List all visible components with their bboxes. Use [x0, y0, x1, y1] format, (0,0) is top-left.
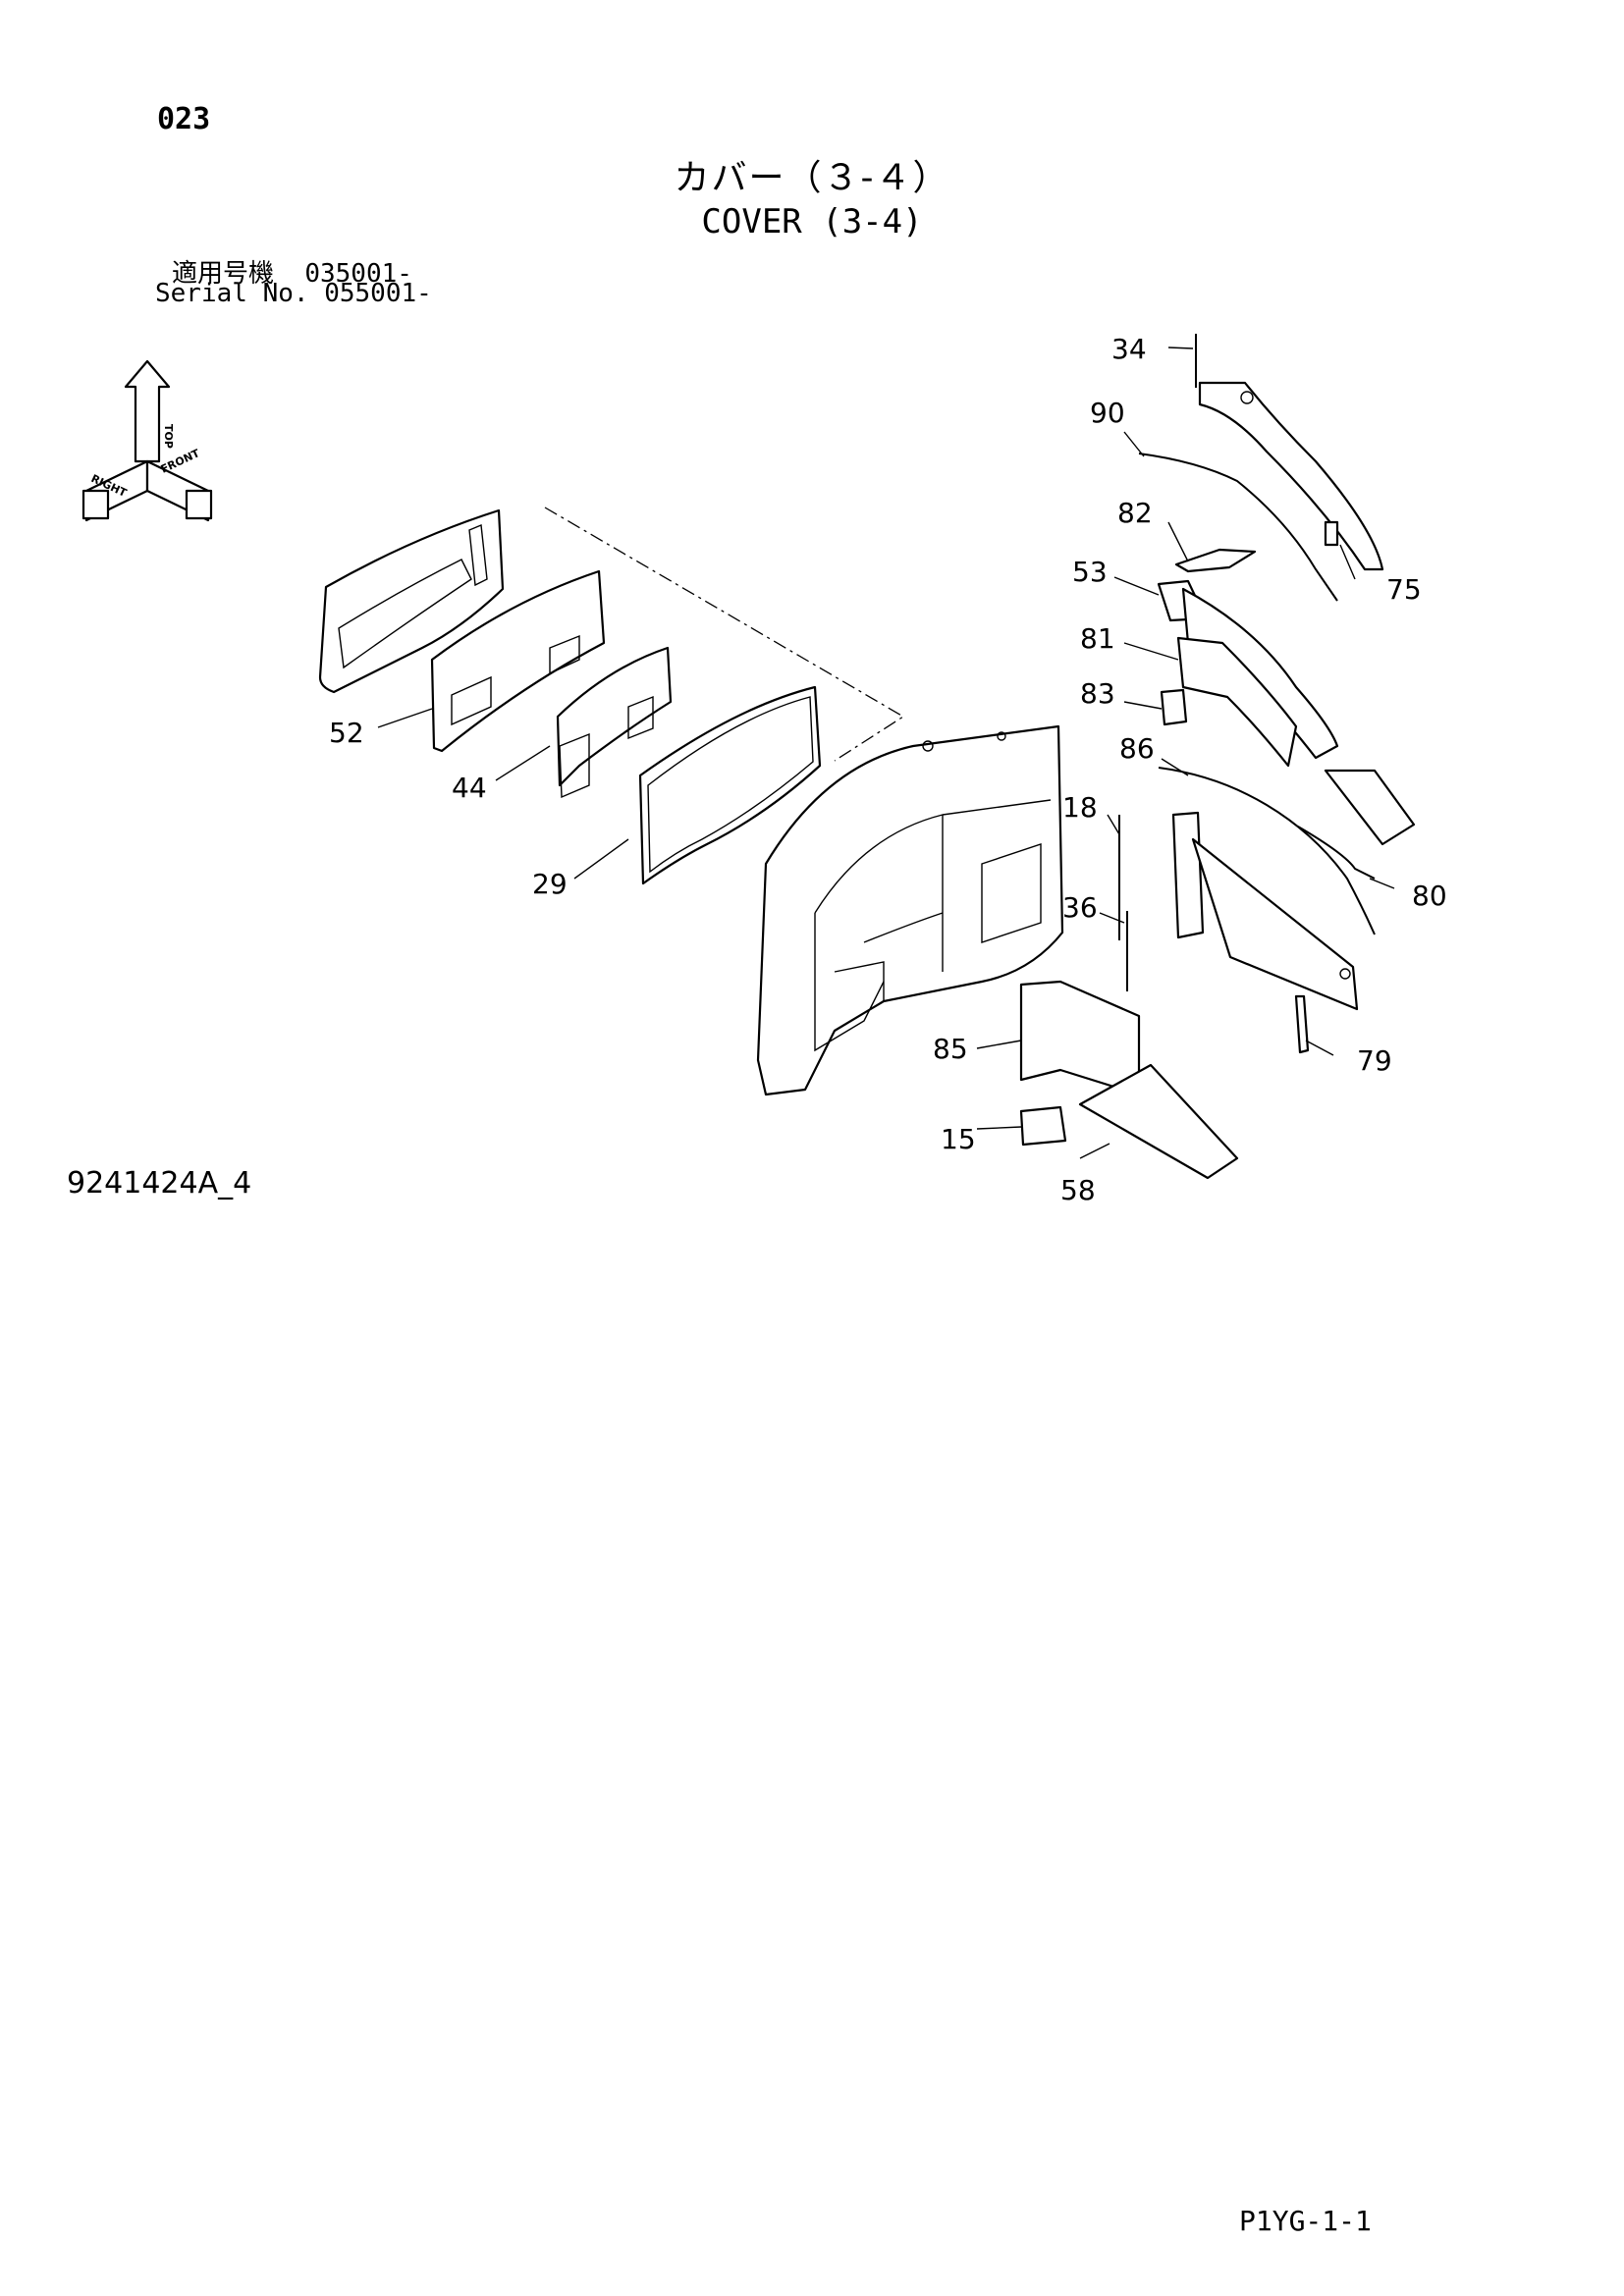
part-29-gasket — [638, 685, 822, 885]
callout-36: 36 — [1062, 891, 1098, 924]
leader-lines — [377, 347, 1395, 1159]
part-85-duct — [1019, 980, 1141, 1096]
serial-label-jp: 適用号機 — [172, 259, 275, 289]
main-cover-body — [756, 724, 1064, 1096]
part-44-pad — [430, 569, 606, 753]
footer-code: P1YG-1-1 — [1239, 2205, 1372, 2237]
serial-row-en: Serial No. 055001- — [155, 279, 432, 308]
page-number: 023 — [157, 102, 211, 136]
drawing-id: 9241424A_4 — [67, 1166, 252, 1201]
callout-75: 75 — [1386, 573, 1422, 606]
part-82-bracket — [1174, 548, 1257, 573]
page-title-en: COVER (3-4) — [701, 202, 923, 241]
part-75-clip — [1324, 520, 1339, 547]
part-90-strip — [1138, 453, 1338, 602]
callout-34: 34 — [1111, 333, 1147, 365]
serial-value-en: 055001- — [324, 279, 432, 308]
assembly-line — [544, 507, 905, 762]
callout-18: 18 — [1062, 791, 1098, 824]
callout-80: 80 — [1412, 880, 1447, 912]
callout-79: 79 — [1357, 1044, 1392, 1077]
page-title-jp: カバー（３-４） — [674, 158, 950, 198]
orientation-top-label: TOP — [162, 424, 175, 449]
callout-82: 82 — [1117, 497, 1153, 529]
callout-85: 85 — [933, 1033, 968, 1065]
part-vertical-plate — [1171, 811, 1359, 1011]
part-80-bracket — [1297, 769, 1416, 880]
callout-15: 15 — [941, 1123, 976, 1155]
callout-29: 29 — [532, 868, 568, 900]
part-83-pad — [1160, 688, 1188, 726]
callout-86: 86 — [1119, 732, 1155, 765]
callout-52: 52 — [329, 717, 364, 749]
callout-81: 81 — [1080, 622, 1115, 655]
orientation-indicator-icon: TOP RIGHT FRONT — [81, 359, 213, 522]
serial-value-jp: 035001- — [304, 259, 412, 289]
part-81-duct — [1176, 587, 1339, 768]
callout-44: 44 — [452, 772, 487, 804]
part-52-panel — [318, 508, 505, 694]
serial-label-en: Serial No. — [155, 279, 309, 308]
part-15-pad — [1019, 1105, 1067, 1147]
callout-53: 53 — [1072, 556, 1108, 588]
part-79-clip — [1294, 994, 1310, 1054]
part-58-bracket — [1078, 1063, 1239, 1180]
part-29-pad — [556, 646, 673, 799]
orientation-front-label: FRONT — [159, 447, 202, 476]
callout-58: 58 — [1060, 1174, 1096, 1206]
serial-row-jp: 適用号機 035001- — [172, 253, 412, 290]
callout-90: 90 — [1090, 397, 1125, 429]
callout-83: 83 — [1080, 677, 1115, 710]
